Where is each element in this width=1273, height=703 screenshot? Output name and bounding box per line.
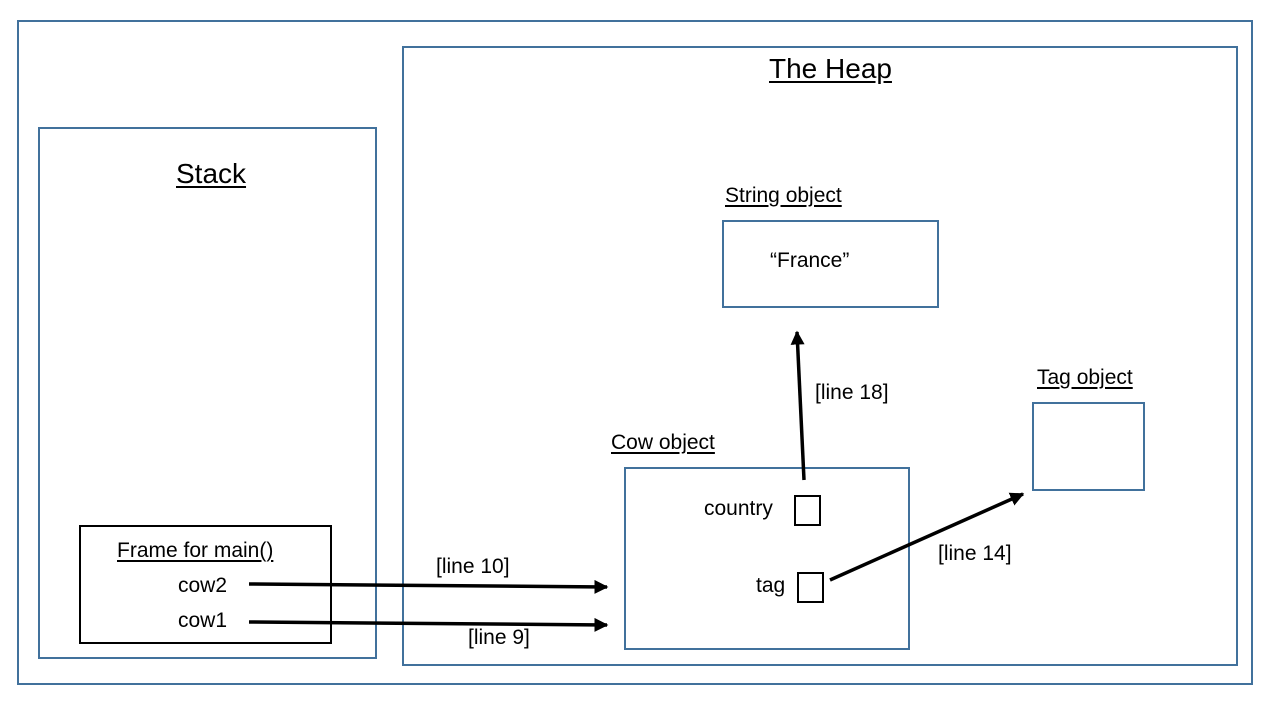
outer-container	[17, 20, 1253, 685]
main-frame-title: Frame for main()	[117, 539, 274, 562]
tag-field-slot	[797, 572, 824, 603]
country-arrow	[790, 330, 806, 481]
heap-region	[402, 46, 1238, 666]
cow-object-title: Cow object	[611, 431, 715, 454]
cow1-arrow-label: [line 9]	[468, 626, 530, 649]
stack-region	[38, 127, 377, 659]
string-object-value: “France”	[770, 249, 850, 272]
tag-arrow	[829, 492, 1025, 582]
cow1-arrow	[248, 617, 609, 632]
tag-arrow-label: [line 14]	[938, 542, 1012, 565]
tag-object-box	[1032, 402, 1145, 491]
string-object-box	[722, 220, 939, 308]
tag-field-label: tag	[756, 574, 786, 597]
cow-object-box	[624, 467, 910, 650]
cow2-arrow	[248, 579, 609, 594]
country-arrow-label: [line 18]	[815, 381, 889, 404]
stack-title: Stack	[176, 158, 247, 189]
tag-object-title: Tag object	[1037, 366, 1133, 389]
cow1-variable: cow1	[178, 609, 228, 632]
country-field-slot	[794, 495, 821, 526]
string-object-title: String object	[725, 184, 842, 207]
cow2-arrow-label: [line 10]	[436, 555, 510, 578]
country-field-label: country	[704, 497, 773, 520]
heap-title: The Heap	[769, 53, 892, 84]
cow2-variable: cow2	[178, 574, 228, 597]
